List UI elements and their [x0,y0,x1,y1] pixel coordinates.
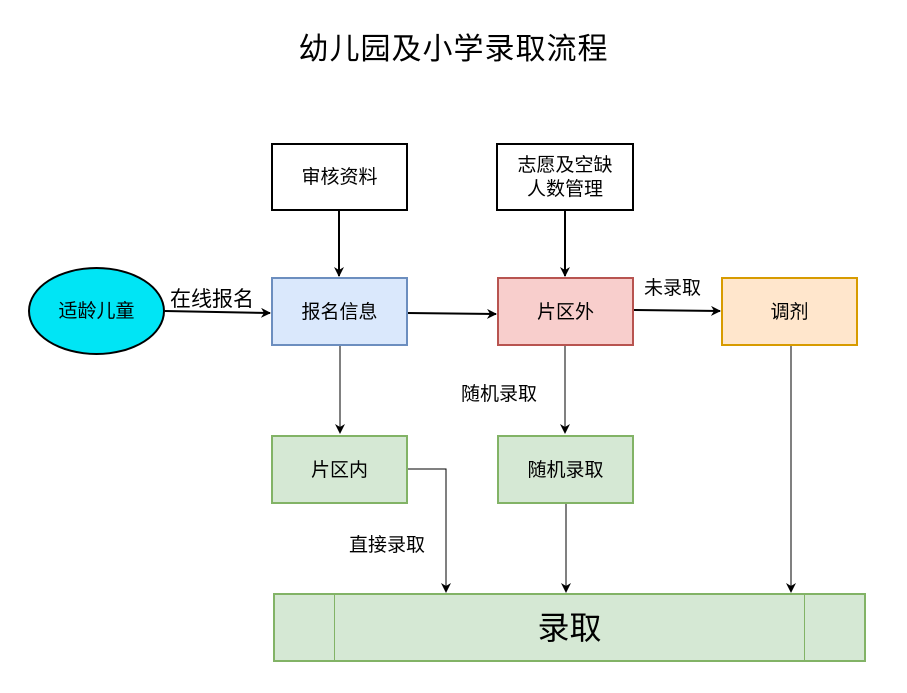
edge-online-signup [164,307,271,318]
node-random-admit: 随机录取 [497,435,634,504]
edge-label-random-admit: 随机录取 [461,383,538,405]
node-random-admit-label: 随机录取 [527,458,604,481]
node-child-label: 适龄儿童 [58,300,135,322]
edge-label-direct-admit: 直接录取 [349,534,426,556]
node-admit-left-bar [334,595,335,660]
node-signup-info: 报名信息 [271,277,408,346]
edge-label-not-admitted: 未录取 [644,277,702,299]
node-quota: 志愿及空缺人数管理 [496,143,634,211]
node-quota-label: 志愿及空缺人数管理 [517,154,613,200]
edge-label-online-signup: 在线报名 [170,287,254,311]
node-signup-info-label: 报名信息 [301,300,378,323]
node-review-label: 审核资料 [301,166,378,188]
node-out-zone-label: 片区外 [536,300,594,323]
diagram-title: 幼儿园及小学录取流程 [298,32,609,67]
node-child: 适龄儿童 [28,267,165,355]
node-admit-label: 录取 [537,608,602,647]
edge-not-admitted [632,305,721,316]
edge-direct-admit [408,468,451,593]
node-adjust-label: 调剂 [770,300,809,323]
node-in-zone-label: 片区内 [310,458,368,481]
node-admit-right-bar [804,595,805,660]
node-admit: 录取 [273,593,866,662]
node-in-zone: 片区内 [271,435,408,504]
node-out-zone: 片区外 [497,277,634,346]
node-adjust: 调剂 [721,277,858,346]
node-review: 审核资料 [271,143,408,211]
edge-signup-to-outzone [406,308,497,319]
